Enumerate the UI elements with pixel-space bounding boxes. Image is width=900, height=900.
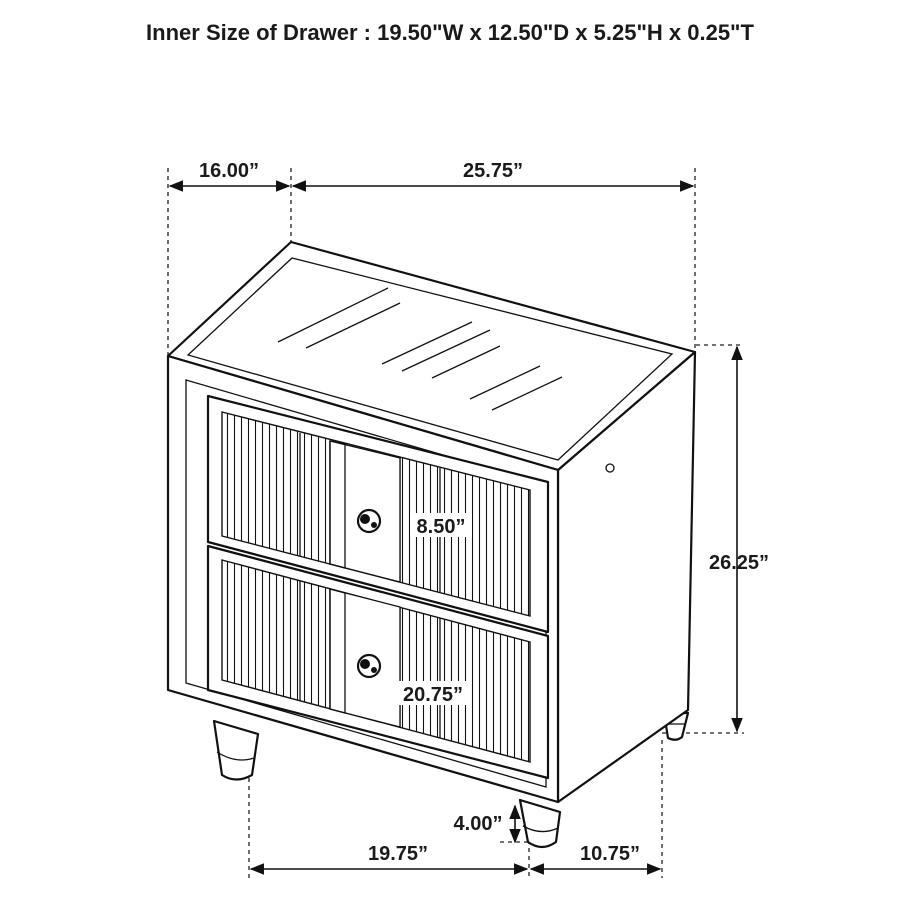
drawer-width-label-bg <box>395 681 471 705</box>
side-hole <box>605 463 615 473</box>
glass-reflection-lines <box>277 287 563 411</box>
height-label: 26.25” <box>709 552 769 574</box>
drawer-height-label-bg <box>410 513 472 537</box>
extension-lines <box>167 168 744 878</box>
leg-height-label: 4.00” <box>454 813 503 835</box>
glass-top-inset <box>186 257 674 461</box>
leg-front-right <box>518 798 562 849</box>
bottom-drawer-knob <box>356 653 382 679</box>
leg-front-left <box>212 719 260 781</box>
front-frame <box>185 379 547 788</box>
top-drawer-knob <box>356 508 382 534</box>
depth-label: 16.00” <box>199 160 259 182</box>
bottom-side-label: 10.75” <box>580 843 640 865</box>
inner-drawer-size-title: Inner Size of Drawer : 19.50"W x 12.50"D… <box>146 20 754 45</box>
drawer-height-label: 8.50” <box>417 516 466 538</box>
nightstand <box>166 240 697 849</box>
bottom-front-label: 19.75” <box>368 843 428 865</box>
width-label: 25.75” <box>463 160 523 182</box>
drawer-width-label: 20.75” <box>403 684 463 706</box>
